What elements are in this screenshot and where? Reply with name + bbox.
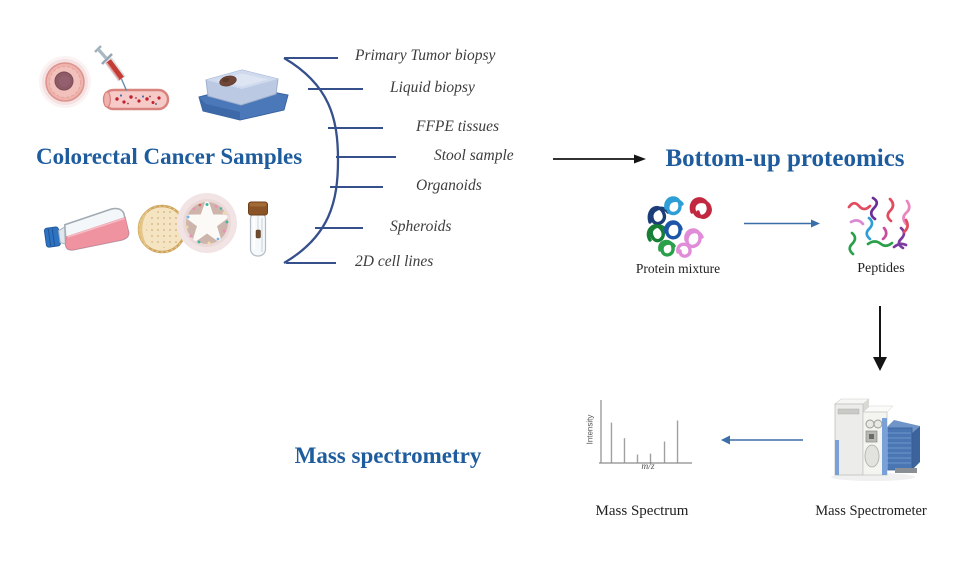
- sample-type-stool-sample: Stool sample: [434, 147, 514, 164]
- mass-spectrum-chart: [599, 400, 692, 464]
- arrow-peptides-to-spectrometer: [873, 306, 887, 371]
- organoid-icon: [177, 193, 237, 253]
- spectrum-y-axis-label: Intensity: [585, 414, 595, 445]
- peptides-icon: [847, 196, 911, 256]
- samples-title: Colorectal Cancer Samples: [36, 144, 303, 169]
- protein-mixture-label: Protein mixture: [635, 261, 721, 276]
- sample-type-spheroids: Spheroids: [390, 218, 452, 235]
- culture-flask-icon: [43, 207, 130, 251]
- samples-bracket: [283, 57, 396, 264]
- arrow-samples-to-proteomics: [553, 154, 646, 164]
- stool-tube-icon: [248, 201, 268, 257]
- bracket-ticks: [284, 57, 396, 264]
- mass-spectrum-label: Mass Spectrum: [595, 503, 689, 519]
- protein-mixture-icon: [646, 196, 712, 258]
- mass-spectrometer-label: Mass Spectrometer: [815, 503, 927, 519]
- spectrum-x-axis-label: m/z: [641, 462, 655, 472]
- arrow-spectrometer-to-spectrum: [721, 435, 803, 445]
- peptides-label: Peptides: [857, 261, 905, 276]
- mass-spectrometry-title: Mass spectrometry: [294, 443, 482, 468]
- sample-type-primary-tumor-biopsy: Primary Tumor biopsy: [355, 47, 496, 64]
- spectrum-peaks: [610, 420, 679, 463]
- tumor-cell-icon: [39, 56, 91, 108]
- proteomics-title: Bottom-up proteomics: [665, 145, 905, 172]
- sample-type-ffpe-tissues: FFPE tissues: [416, 118, 500, 135]
- spheroid-icon: [137, 204, 187, 254]
- mass-spectrometer-icon: [831, 398, 920, 481]
- sample-type-organoids: Organoids: [416, 177, 482, 194]
- sample-type-liquid-biopsy: Liquid biopsy: [390, 79, 475, 96]
- arrow-protein-to-peptides: [744, 219, 820, 228]
- ffpe-block-icon: [198, 69, 289, 121]
- liquid-biopsy-icon: [94, 45, 170, 111]
- sample-type-2d-cell-lines: 2D cell lines: [355, 253, 434, 270]
